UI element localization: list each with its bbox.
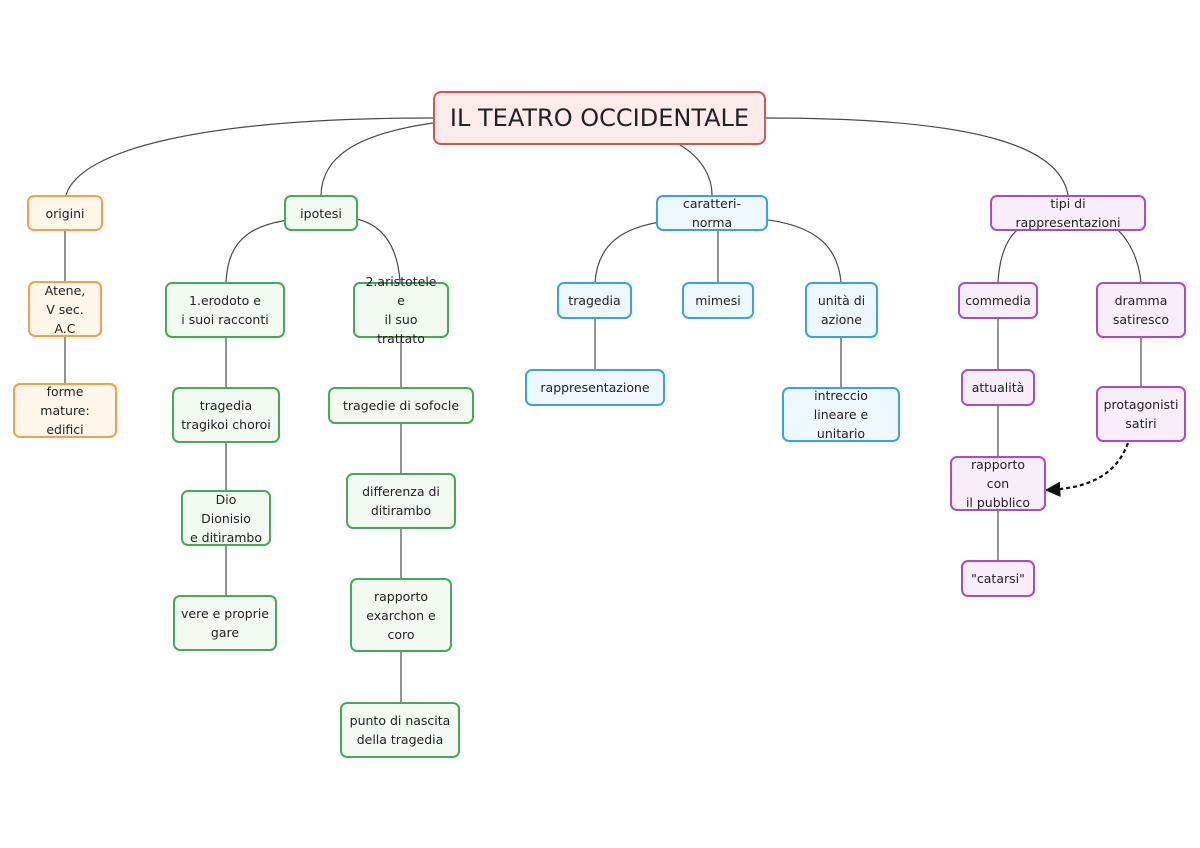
node-atene-label: Atene, V sec. A.C	[44, 282, 86, 336]
link-protagonisti-rapporto-dashed	[1044, 442, 1130, 498]
node-dramma-satiresco-label: dramma satiresco	[1112, 293, 1170, 327]
node-attualita-label: attualità	[971, 380, 1025, 395]
node-attualita[interactable]: attualità	[961, 369, 1035, 406]
link-root-caratteri	[679, 144, 713, 196]
node-punto-nascita-label: punto di nascita della tragedia	[349, 713, 451, 747]
link-ipotesi-aristotele	[349, 217, 401, 283]
node-rapporto-pubblico[interactable]: rapporto con il pubblico	[950, 456, 1046, 511]
node-tragedie-sofocle-label: tragedie di sofocle	[342, 398, 460, 413]
node-unita-azione-label: unità di azione	[817, 293, 866, 327]
node-ipotesi[interactable]: ipotesi	[284, 195, 358, 231]
node-tragedia-label: tragedia	[568, 293, 621, 308]
node-tragedia-tragikoi[interactable]: tragedia tragikoi choroi	[172, 387, 280, 443]
node-origini[interactable]: origini	[27, 195, 103, 231]
node-origini-label: origini	[45, 205, 85, 221]
node-tipi-rappresentazioni-label: tipi di rappresentazioni	[1015, 196, 1121, 230]
node-catarsi[interactable]: "catarsi"	[961, 560, 1035, 597]
node-rapporto-exarchon-label: rapporto exarchon e coro	[366, 588, 436, 642]
node-differenza-ditirambo-label: differenza di ditirambo	[362, 484, 440, 518]
link-root-ipotesi	[320, 122, 434, 196]
node-differenza-ditirambo[interactable]: differenza di ditirambo	[346, 473, 456, 529]
node-erodoto-label: 1.erodoto e i suoi racconti	[181, 293, 269, 327]
node-aristotele-label: 2.aristotele e il suo trattato	[365, 274, 437, 346]
node-tragedia[interactable]: tragedia	[557, 282, 632, 319]
node-catarsi-label: "catarsi"	[971, 571, 1025, 586]
node-tragedie-sofocle[interactable]: tragedie di sofocle	[328, 387, 474, 424]
node-dramma-satiresco[interactable]: dramma satiresco	[1096, 282, 1186, 338]
node-tragedia-tragikoi-label: tragedia tragikoi choroi	[181, 398, 271, 432]
node-ipotesi-label: ipotesi	[300, 205, 342, 221]
root-node[interactable]: IL TEATRO OCCIDENTALE	[433, 91, 766, 145]
node-protagonisti-satiri[interactable]: protagonisti satiri	[1096, 386, 1186, 442]
node-rappresentazione-label: rappresentazione	[540, 380, 650, 395]
root-label: IL TEATRO OCCIDENTALE	[449, 104, 750, 132]
node-erodoto[interactable]: 1.erodoto e i suoi racconti	[165, 282, 285, 338]
node-caratteri-norma[interactable]: caratteri-norma	[656, 195, 768, 231]
node-intreccio[interactable]: intreccio lineare e unitario	[782, 387, 900, 442]
link-root-tipi	[765, 117, 1069, 196]
node-caratteri-norma-label: caratteri-norma	[683, 196, 741, 230]
node-protagonisti-satiri-label: protagonisti satiri	[1103, 397, 1179, 431]
node-commedia-label: commedia	[965, 293, 1031, 308]
link-root-origini	[65, 117, 434, 196]
node-unita-azione[interactable]: unità di azione	[805, 282, 878, 338]
node-rapporto-pubblico-label: rapporto con il pubblico	[965, 457, 1031, 510]
node-dio-dionisio-label: Dio Dionisio e ditirambo	[189, 491, 262, 545]
node-aristotele[interactable]: 2.aristotele e il suo trattato	[353, 274, 449, 346]
node-tipi-rappresentazioni[interactable]: tipi di rappresentazioni	[990, 195, 1146, 231]
node-mimesi-label: mimesi	[695, 293, 741, 308]
node-dio-dionisio[interactable]: Dio Dionisio e ditirambo	[181, 490, 271, 546]
node-forme-mature[interactable]: forme mature: edifici	[13, 383, 117, 438]
node-rappresentazione[interactable]: rappresentazione	[525, 369, 665, 406]
node-forme-mature-label: forme mature: edifici	[40, 384, 90, 437]
node-punto-nascita[interactable]: punto di nascita della tragedia	[340, 702, 460, 758]
node-vere-gare[interactable]: vere e proprie gare	[173, 595, 277, 651]
node-intreccio-label: intreccio lineare e unitario	[813, 388, 869, 441]
node-rapporto-exarchon[interactable]: rapporto exarchon e coro	[350, 578, 452, 652]
node-commedia[interactable]: commedia	[958, 282, 1038, 319]
node-mimesi[interactable]: mimesi	[682, 282, 754, 319]
node-vere-gare-label: vere e proprie gare	[181, 606, 269, 640]
link-caratteri-unita	[759, 218, 842, 283]
node-atene[interactable]: Atene, V sec. A.C	[28, 281, 102, 337]
